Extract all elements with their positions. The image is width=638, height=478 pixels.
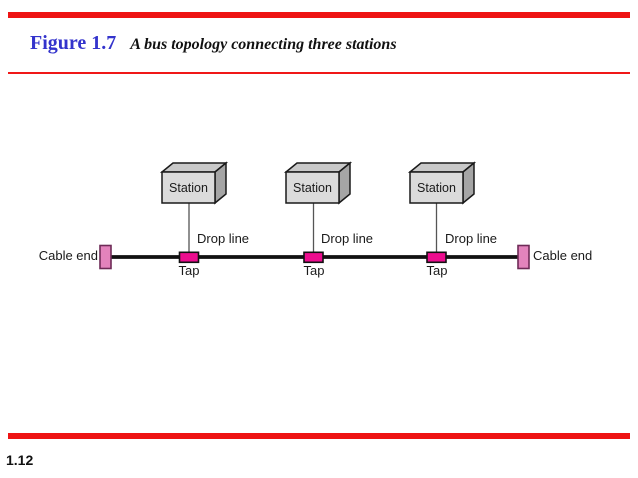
tap-1 [178, 251, 200, 264]
figure-caption: A bus topology connecting three stations [130, 36, 397, 53]
drop-line-label-1: Drop line [197, 231, 250, 246]
bottom-accent-bar [8, 433, 630, 439]
cable-end-left [99, 244, 112, 270]
station-box-3-front [409, 171, 464, 204]
cable-end-label-left: Cable end [38, 248, 98, 263]
drop-line-label-3: Drop line [445, 231, 498, 246]
station-box-2-front [285, 171, 340, 204]
station-box-2 [283, 161, 353, 205]
cable-end-right [517, 244, 530, 270]
tap-label-1: Tap [178, 263, 200, 278]
tap-label-2: Tap [303, 263, 325, 278]
cable-end-label-right: Cable end [533, 248, 593, 263]
station-box-1 [159, 161, 229, 205]
tap-label-3: Tap [426, 263, 448, 278]
station-label-3: Station [417, 180, 456, 195]
station-label-1: Station [169, 180, 208, 195]
tap-3 [426, 251, 447, 264]
station-label-2: Station [293, 180, 332, 195]
drop-line-label-2: Drop line [321, 231, 374, 246]
tap-2 [303, 251, 324, 264]
page-number: 1.12 [6, 452, 34, 468]
station-box-3 [407, 161, 477, 205]
title-underline [8, 72, 630, 74]
top-accent-bar [8, 12, 630, 18]
figure-number: Figure 1.7 [30, 32, 117, 54]
station-box-1-front [161, 171, 216, 204]
figure-heading: Figure 1.7 A bus topology connecting thr… [30, 32, 397, 55]
